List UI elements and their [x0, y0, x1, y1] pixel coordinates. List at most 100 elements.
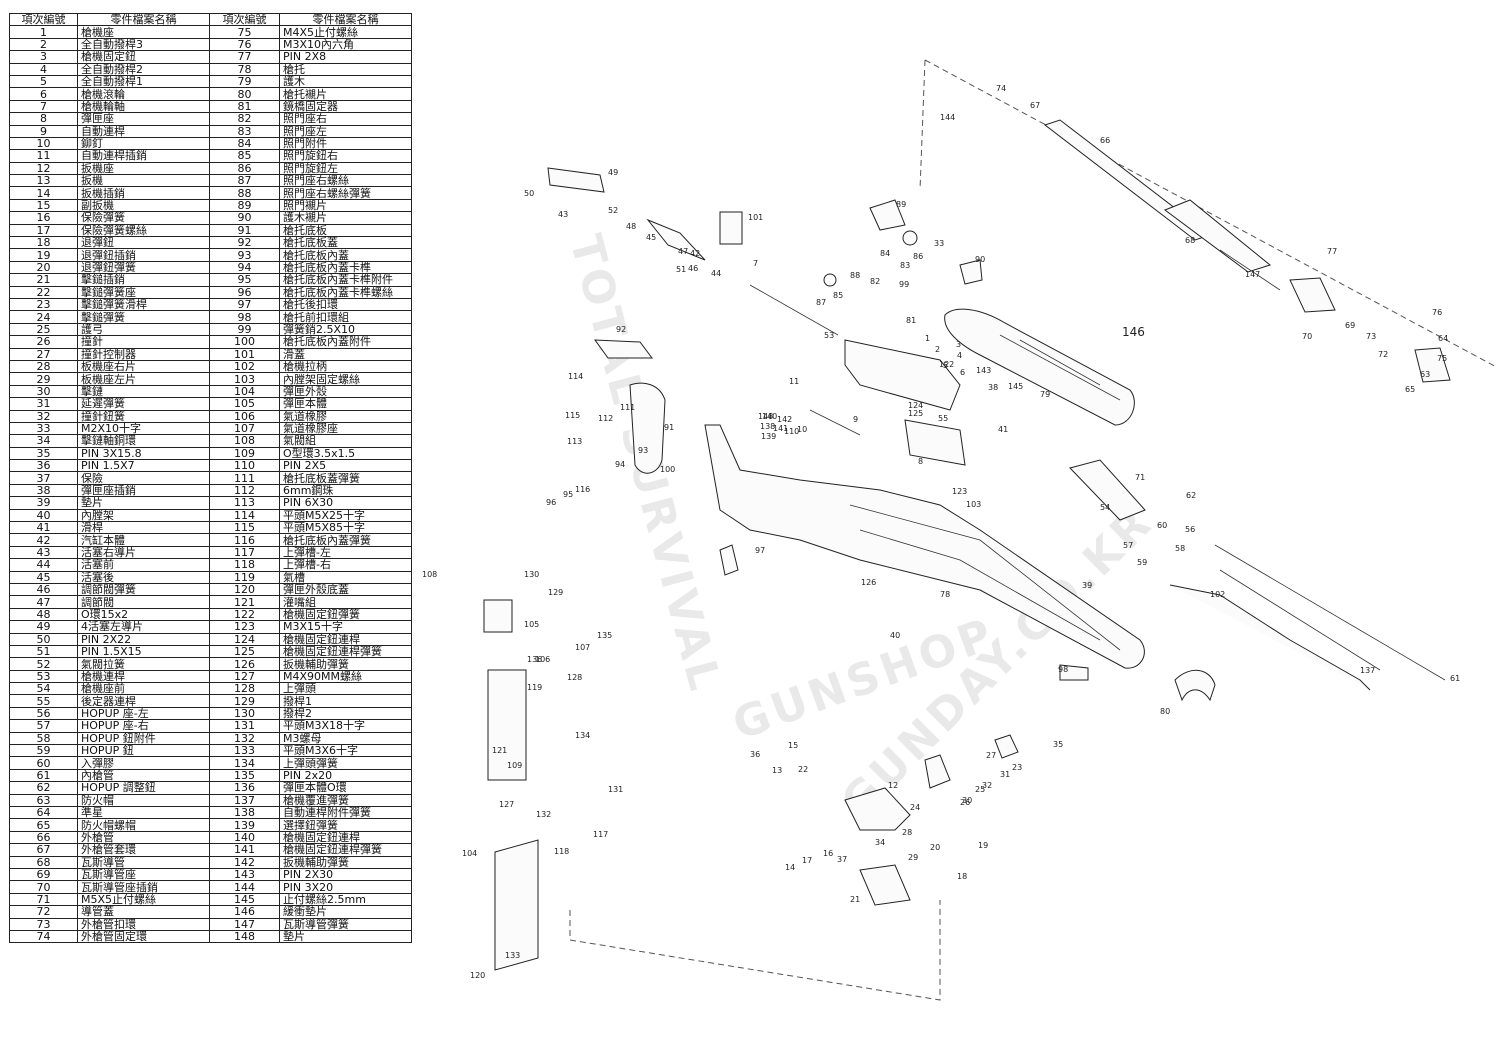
part-name-right: 照門附件: [279, 136, 412, 151]
item-number-left: 14: [9, 186, 78, 200]
part-name-left: 擊鎚彈簧座: [77, 285, 210, 300]
callout-45: 45: [646, 233, 656, 242]
callout-99: 99: [899, 280, 909, 289]
part-name-left: 退彈鈕插銷: [77, 248, 210, 262]
callout-15: 15: [788, 741, 798, 750]
callout-65: 65: [1405, 385, 1415, 394]
callout-131: 131: [608, 785, 623, 794]
part-name-right: 槍托襯片: [279, 87, 412, 101]
part-name-right: 槍機固定鈕連桿: [279, 632, 412, 646]
callout-14: 14: [785, 863, 795, 872]
item-number-left: 62: [9, 781, 78, 795]
part-name-right: 灌嘴組: [279, 595, 412, 609]
item-number-right: 106: [209, 409, 280, 423]
part-name-left: 槍機固定鈕: [77, 50, 210, 64]
item-number-left: 41: [9, 520, 78, 535]
item-number-left: 49: [9, 620, 78, 634]
item-number-left: 73: [9, 917, 78, 931]
item-number-right: 135: [209, 768, 280, 783]
item-number-left: 24: [9, 310, 78, 324]
item-number-left: 60: [9, 756, 78, 770]
callout-134: 134: [575, 731, 590, 740]
part-name-left: HOPUP 座-右: [77, 719, 210, 733]
callout-61: 61: [1450, 674, 1460, 683]
item-number-right: 138: [209, 805, 280, 820]
callout-130: 130: [524, 570, 539, 579]
item-number-left: 22: [9, 285, 78, 300]
exploded-parts-diagram: TOTAL SURVIVAL GUNSHOP GUNDAY.CO.KR: [422, 59, 1495, 1001]
item-number-right: 114: [209, 508, 280, 523]
header-item-number-right: 項次編號: [209, 12, 280, 27]
callout-51: 51: [676, 265, 686, 274]
part-name-right: 滑蓋: [279, 347, 412, 361]
part-name-left: 撞針控制器: [77, 347, 210, 361]
item-number-left: 32: [9, 409, 78, 423]
part-name-right: PIN 2X8: [279, 50, 412, 64]
callout-125: 125: [908, 409, 923, 418]
part-name-right: 照門座右: [279, 112, 412, 126]
item-number-right: 124: [209, 632, 280, 646]
part-name-right: 撥桿1: [279, 694, 412, 708]
callout-11: 11: [789, 377, 799, 386]
callout-100: 100: [660, 465, 675, 474]
part-name-left: 槍機座: [77, 25, 210, 39]
item-number-right: 80: [209, 87, 280, 101]
part-name-right: 撥桿2: [279, 706, 412, 721]
callout-90: 90: [975, 255, 985, 264]
part-name-right: PIN 6X30: [279, 496, 412, 510]
callout-25: 25: [975, 785, 985, 794]
item-number-left: 74: [9, 929, 78, 944]
part-name-left: 墊片: [77, 496, 210, 510]
part-name-left: 板機座左片: [77, 372, 210, 386]
item-number-left: 42: [9, 533, 78, 547]
item-number-right: 137: [209, 793, 280, 808]
item-number-right: 143: [209, 867, 280, 882]
item-number-left: 57: [9, 719, 78, 733]
callout-64: 64: [1438, 334, 1448, 343]
item-number-left: 13: [9, 174, 78, 188]
part-name-right: 選擇鈕彈簧: [279, 818, 412, 832]
callout-30: 30: [962, 796, 972, 805]
item-number-right: 78: [209, 62, 280, 76]
item-number-left: 1: [9, 25, 78, 39]
part-name-left: PIN 3X15.8: [77, 446, 210, 461]
part-name-right: 瓦斯導管彈簧: [279, 917, 412, 931]
callout-88: 88: [850, 271, 860, 280]
callout-126: 126: [861, 578, 876, 587]
part-name-right: 氣閥組: [279, 434, 412, 448]
part-name-left: 護弓: [77, 322, 210, 337]
part-name-left: HOPUP 座-左: [77, 706, 210, 721]
part-name-right: 彈簧銷2.5X10: [279, 322, 412, 337]
item-number-right: 148: [209, 929, 280, 944]
part-name-right: 氣槽: [279, 570, 412, 584]
part-name-left: PIN 1.5X15: [77, 644, 210, 659]
part-name-right: 緩衝墊片: [279, 905, 412, 919]
item-number-right: 128: [209, 682, 280, 696]
callout-94: 94: [615, 460, 625, 469]
part-name-right: 上彈頭彈簧: [279, 756, 412, 770]
item-number-left: 54: [9, 682, 78, 696]
callout-52: 52: [608, 206, 618, 215]
callout-96: 96: [546, 498, 556, 507]
part-name-left: 全自動撥桿2: [77, 62, 210, 76]
callout-133: 133: [505, 951, 520, 960]
callout-119: 119: [527, 683, 542, 692]
